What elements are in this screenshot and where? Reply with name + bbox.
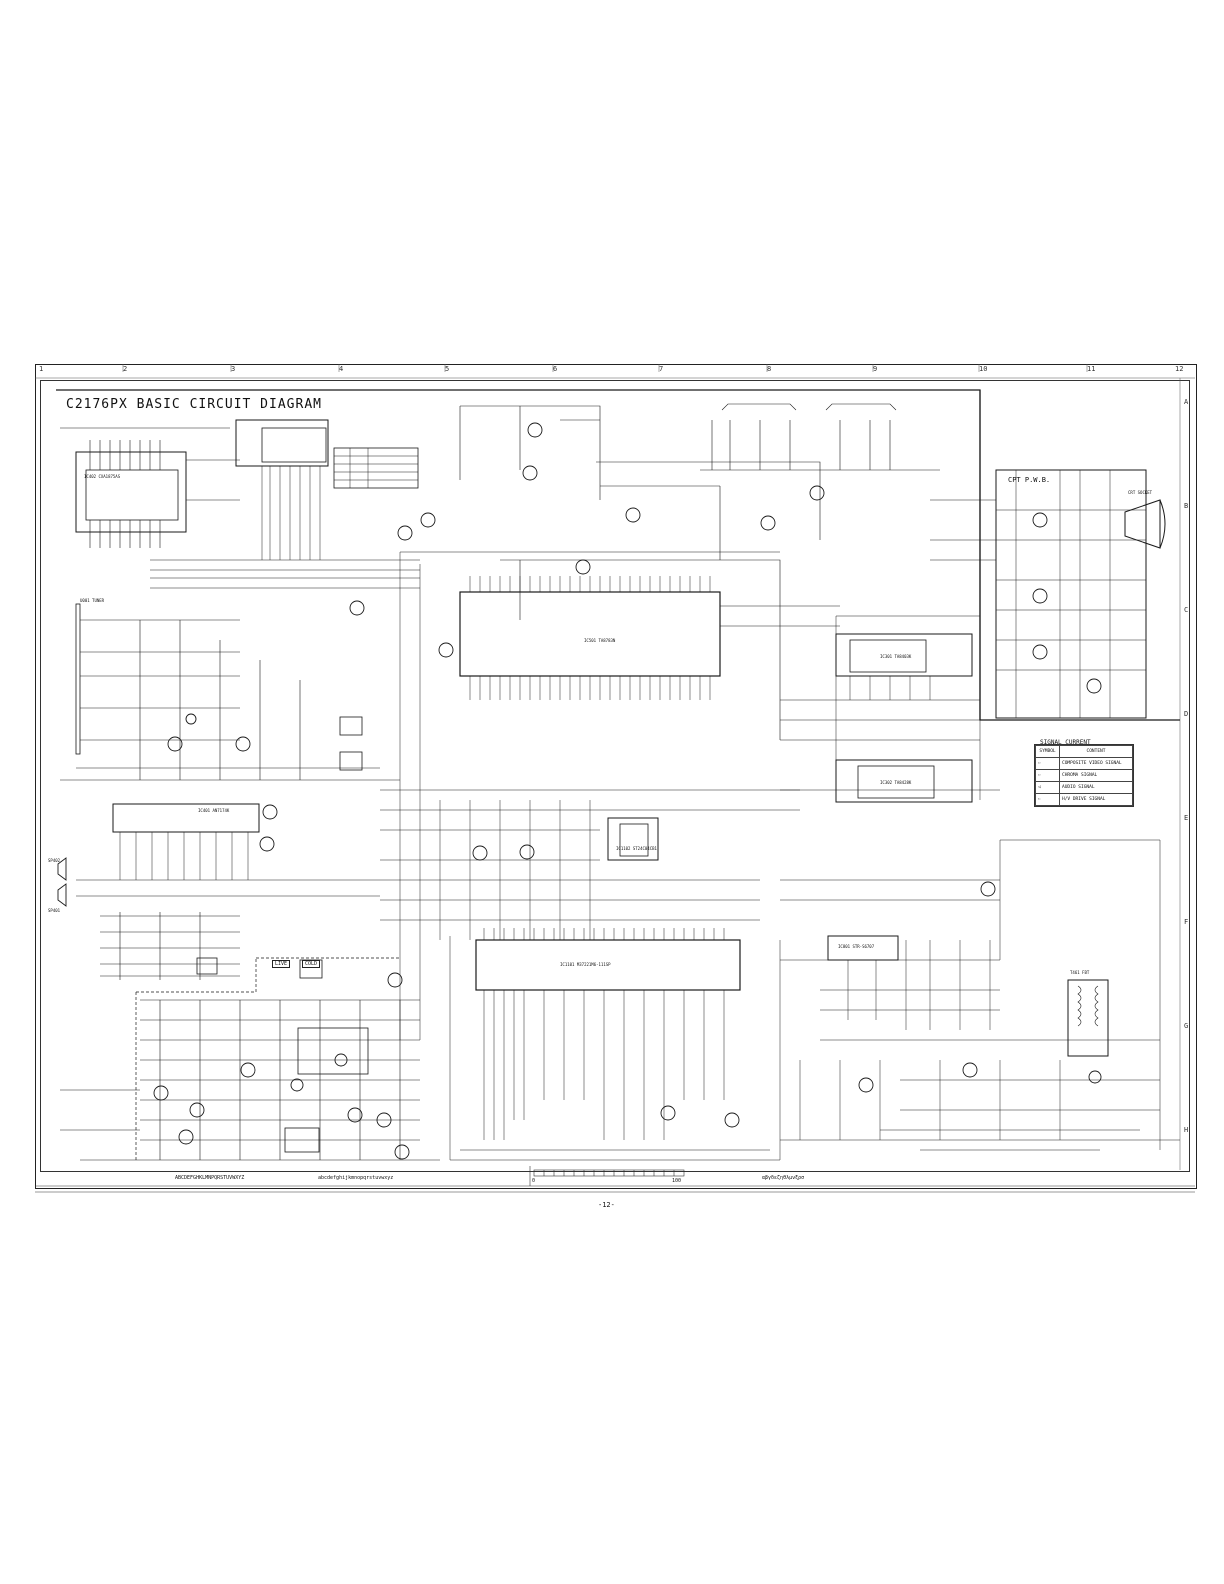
legend-symbol-arrow: ⇐: [1034, 793, 1061, 806]
fbt-label: T461 FBT: [1070, 970, 1090, 975]
legend-row: COMPOSITE VIDEO SIGNAL: [1059, 757, 1133, 770]
column-number: 8: [767, 365, 772, 373]
legend-symbol-arrow: ⇦: [1034, 757, 1061, 770]
column-number: 7: [659, 365, 664, 373]
legend-row: H/V DRIVE SIGNAL: [1059, 793, 1133, 806]
ic-micro-label: IC1101 M37221M6-111SP: [560, 962, 611, 967]
column-number: 10: [979, 365, 988, 373]
ic-vertical-label: IC301 TA8403K: [880, 654, 912, 659]
alphabet-upper: ABCDEFGHKLMNPQRSTUVWXYZ: [175, 1175, 245, 1181]
row-letter: D: [1184, 710, 1189, 718]
column-number: 2: [123, 365, 128, 373]
column-scale: 1 2 3 4 5 6 7 8 9 10 11 12: [35, 364, 1195, 378]
signal-legend: SYMBOL CONTENT ⇦ COMPOSITE VIDEO SIGNAL …: [1034, 744, 1134, 807]
column-number: 1: [39, 365, 44, 373]
speaker-left-label: SP401: [48, 908, 61, 913]
legend-row: AUDIO SIGNAL: [1059, 781, 1133, 794]
legend-row: CHROMA SIGNAL: [1059, 769, 1133, 782]
page-number: -12-: [598, 1201, 615, 1209]
column-number: 9: [873, 365, 878, 373]
legend-header-content: CONTENT: [1059, 745, 1133, 758]
column-number: 3: [231, 365, 236, 373]
column-number: 4: [339, 365, 344, 373]
live-tag: LIVE: [272, 960, 291, 968]
column-number: 6: [553, 365, 558, 373]
row-letter: A: [1184, 398, 1189, 406]
ic-sound-label: IC401 AN7174K: [198, 808, 230, 813]
row-letter: F: [1184, 918, 1189, 926]
ic-eeprom-label: IC1102 ST24C04CB1: [616, 846, 657, 851]
column-number: 12: [1175, 365, 1184, 373]
row-scale: A B C D E F G H: [1180, 380, 1196, 1170]
row-letter: H: [1184, 1126, 1189, 1134]
ic-power-label: IC801 STR-S6707: [838, 944, 875, 949]
row-letter: C: [1184, 606, 1189, 614]
cold-tag: COLD: [302, 960, 321, 968]
diagram-inner-border: [40, 380, 1190, 1172]
scale-end: 100: [672, 1178, 682, 1184]
row-letter: E: [1184, 814, 1189, 822]
cpt-pwb-label: CPT P.W.B.: [1008, 476, 1051, 484]
ic-if-label: IC501 TA8783N: [584, 638, 616, 643]
legend-symbol-arrow: ◁: [1034, 781, 1061, 794]
row-letter: G: [1184, 1022, 1189, 1030]
row-letter: B: [1184, 502, 1189, 510]
ic-control-label: IC302 TA8428K: [880, 780, 912, 785]
scale-start: 0: [532, 1178, 536, 1184]
column-number: 5: [445, 365, 450, 373]
crt-socket-label: CRT SOCKET: [1128, 490, 1153, 495]
column-number: 11: [1087, 365, 1096, 373]
diagram-frame: [35, 364, 1197, 1189]
ic-audio-label: IC402 CXA1875AS: [84, 474, 121, 479]
legend-symbol-arrow: ⇦: [1034, 769, 1061, 782]
greek-letters: αβγδεζηθλμνξρσ: [762, 1175, 805, 1181]
legend-header-symbol: SYMBOL: [1034, 745, 1061, 758]
tuner-label: U001 TUNER: [80, 598, 105, 603]
diagram-title: C2176PX BASIC CIRCUIT DIAGRAM: [66, 397, 322, 412]
alphabet-lower: abcdefghijkmnopqrstuvwxyz: [318, 1175, 394, 1181]
speaker-right-label: SP402: [48, 858, 61, 863]
legend-title: SIGNAL CURRENT: [1040, 739, 1091, 746]
